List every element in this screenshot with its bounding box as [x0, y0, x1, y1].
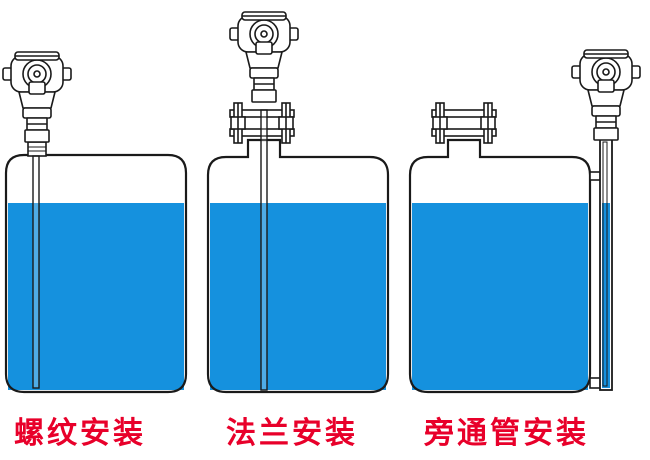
tank-flange-outline	[206, 138, 390, 394]
pressure-transmitter-icon	[571, 49, 641, 141]
tank-bypass-water	[412, 203, 588, 390]
flange-bolts	[431, 102, 497, 144]
tank-thread-outline	[4, 153, 188, 394]
tank-thread-probe	[32, 155, 40, 389]
tank-bypass	[408, 49, 641, 394]
tank-flange	[206, 11, 390, 394]
tank-bypass-outline	[408, 138, 592, 394]
caption-bypass-installation: 旁通管安装	[424, 416, 589, 451]
pressure-transmitter-icon	[229, 11, 299, 103]
tank-thread-water	[8, 203, 184, 390]
tank-flange-water	[210, 203, 386, 390]
thread-boss	[27, 141, 47, 157]
caption-flange-installation: 法兰安装	[226, 416, 358, 451]
caption-thread-installation: 螺纹安装	[14, 416, 146, 451]
tank-thread	[2, 51, 188, 394]
tank-flange-probe	[260, 109, 268, 391]
pressure-transmitter-icon	[2, 51, 72, 143]
bypass-pipe	[589, 137, 613, 391]
